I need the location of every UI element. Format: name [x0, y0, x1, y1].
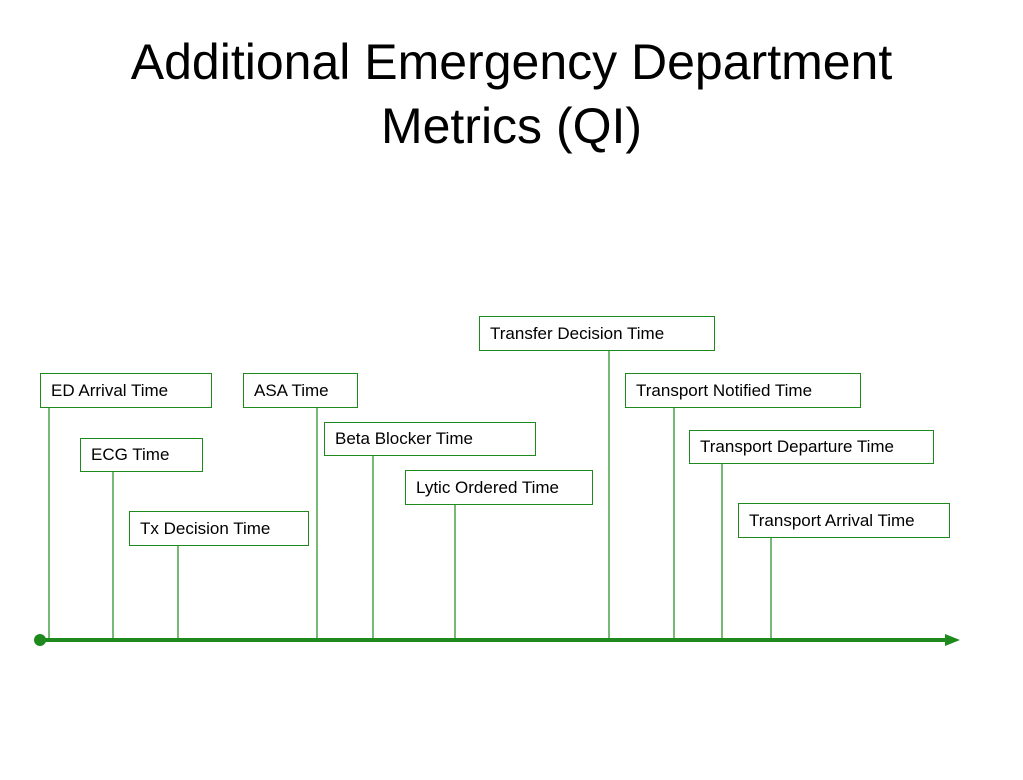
event-box: Tx Decision Time: [129, 511, 309, 546]
timeline-origin-dot: [34, 634, 46, 646]
event-label: Beta Blocker Time: [335, 429, 473, 448]
event-label: Lytic Ordered Time: [416, 478, 559, 497]
event-label: Transport Arrival Time: [749, 511, 915, 530]
event-box: Transport Arrival Time: [738, 503, 950, 538]
event-box: ED Arrival Time: [40, 373, 212, 408]
event-box: Lytic Ordered Time: [405, 470, 593, 505]
event-box: Transport Notified Time: [625, 373, 861, 408]
event-label: ASA Time: [254, 381, 329, 400]
event-label: Transport Departure Time: [700, 437, 894, 456]
event-label: ECG Time: [91, 445, 170, 464]
slide-title: Additional Emergency Department Metrics …: [0, 30, 1023, 158]
event-box: ECG Time: [80, 438, 203, 472]
event-box: Transfer Decision Time: [479, 316, 715, 351]
event-label: Transfer Decision Time: [490, 324, 665, 343]
event-label: Tx Decision Time: [140, 519, 271, 538]
event-label: Transport Notified Time: [636, 381, 813, 400]
slide-title-line-1: Additional Emergency Department: [130, 34, 893, 90]
slide-title-line-2: Metrics (QI): [380, 98, 643, 154]
timeline-arrowhead-icon: [945, 634, 960, 646]
event-box: Transport Departure Time: [689, 430, 934, 464]
event-box: ASA Time: [243, 373, 358, 408]
event-box: Beta Blocker Time: [324, 422, 536, 456]
connector-lines: [48, 351, 772, 640]
event-label: ED Arrival Time: [51, 381, 169, 400]
